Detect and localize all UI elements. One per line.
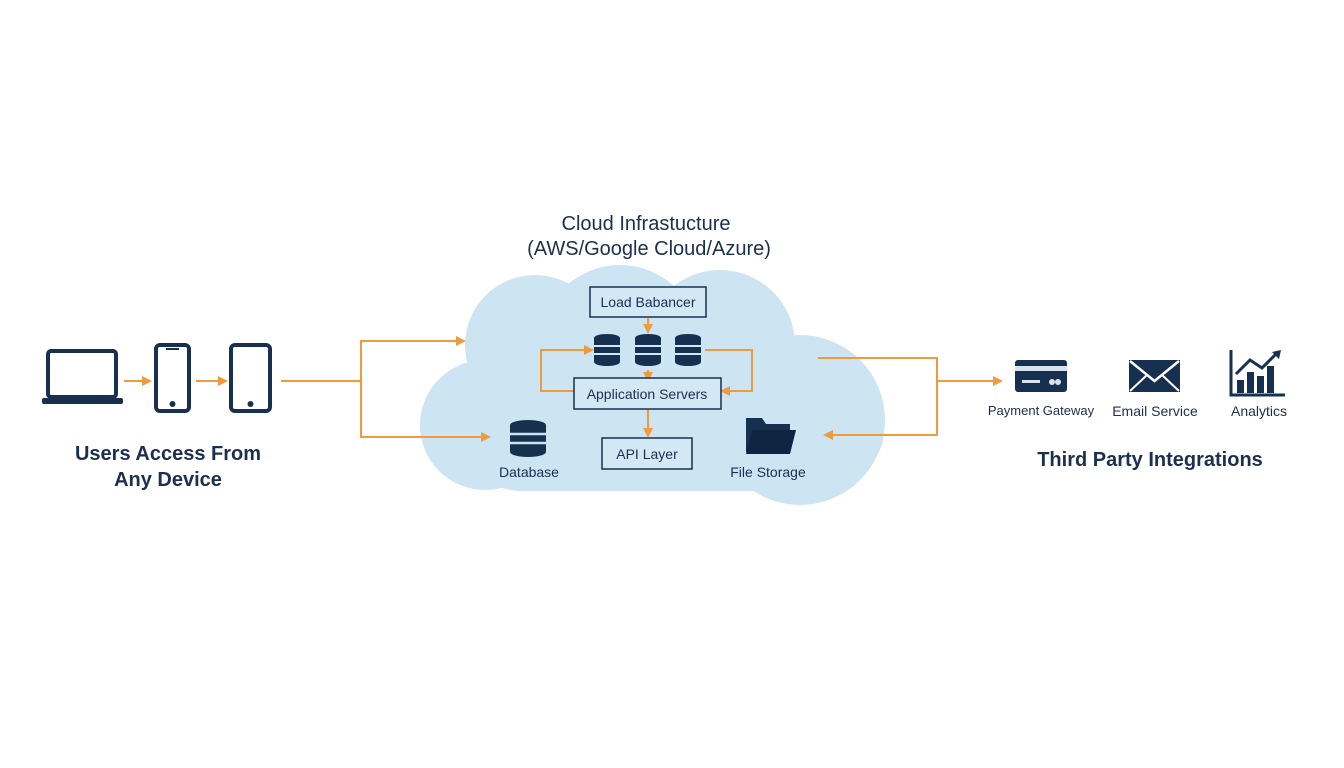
app-servers-label: Application Servers: [586, 386, 708, 402]
phone-icon: [154, 343, 191, 413]
file-storage-label: File Storage: [730, 464, 806, 480]
connectors: [124, 318, 1003, 442]
email-service-label: Email Service: [1112, 403, 1198, 419]
app-servers-box: [573, 377, 722, 410]
envelope-icon: [1129, 360, 1180, 392]
users-label-line1: Users Access From: [74, 443, 262, 465]
arrow-users-to-database: [360, 381, 491, 442]
tablet-icon: [229, 343, 272, 413]
arrow-cloud-to-third-party: [818, 357, 1003, 386]
server-stack-icon-center: [635, 334, 661, 366]
api-layer-box: [601, 437, 693, 470]
bar-chart-icon: [1229, 350, 1285, 397]
server-stack-icon-left: [594, 334, 620, 366]
laptop-icon: [42, 349, 123, 404]
arrow-third-party-to-storage: [823, 381, 938, 440]
users-label-line2: Any Device: [114, 469, 222, 491]
third-party-title: Third Party Integrations: [1037, 449, 1263, 471]
load-balancer-box: [589, 286, 707, 318]
cloud-title-line1: Cloud Infrastucture: [561, 213, 731, 235]
api-layer-label: API Layer: [616, 446, 678, 462]
load-balancer-label: Load Babancer: [600, 294, 696, 310]
server-stack-icon-right: [675, 334, 701, 366]
credit-card-icon: [1015, 360, 1067, 392]
folder-icon: [746, 418, 796, 454]
payment-gateway-label: Payment Gateway: [987, 403, 1095, 418]
arrow-users-to-cloud: [281, 336, 466, 382]
cloud-title-line2: (AWS/Google Cloud/Azure): [527, 238, 771, 260]
analytics-label: Analytics: [1230, 403, 1288, 419]
arrow-right-loop: [705, 349, 753, 396]
database-label: Database: [499, 464, 559, 480]
arrow-left-loop: [540, 345, 594, 392]
database-icon: [510, 420, 546, 457]
